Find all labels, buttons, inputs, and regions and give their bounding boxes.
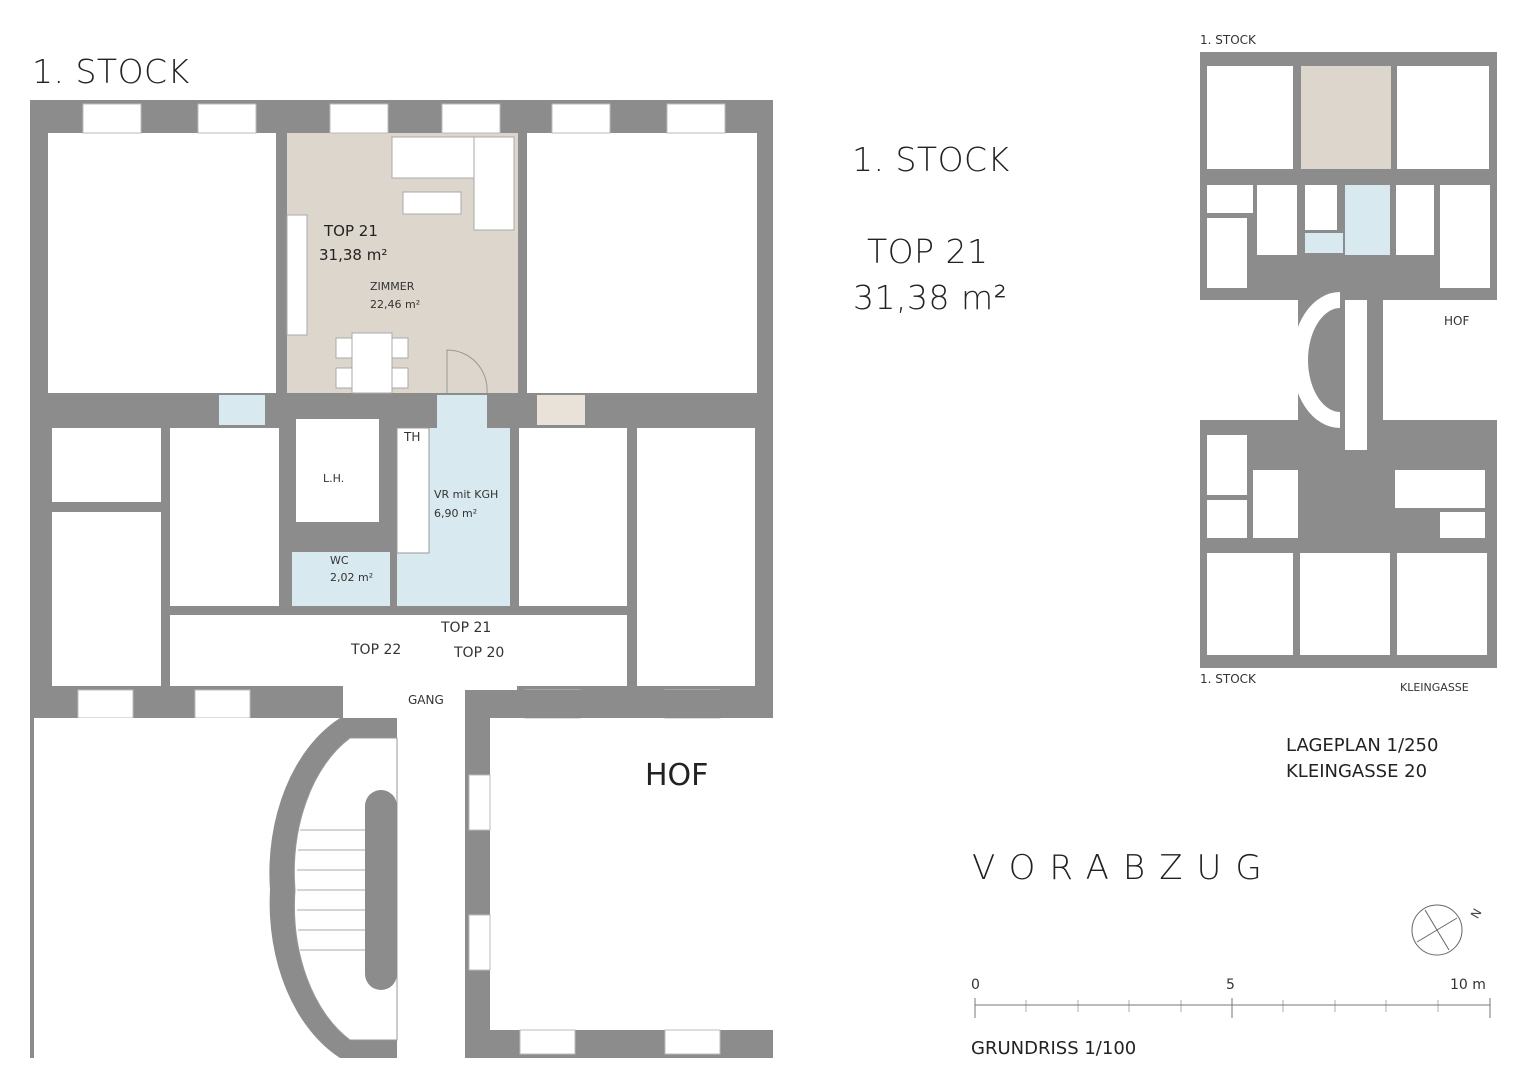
site-hof-label: HOF: [1444, 314, 1470, 328]
label-hof: HOF: [645, 758, 709, 793]
room-vr-area: 6,90 m²: [434, 507, 478, 520]
scale-caption: GRUNDRISS 1/100: [971, 1038, 1137, 1059]
room-wc-area: 2,02 m²: [330, 571, 374, 584]
svg-text:N: N: [1468, 906, 1485, 921]
label-top20: TOP 20: [454, 645, 505, 661]
plan-floor-title: 1. STOCK: [32, 52, 190, 91]
info-unit-area: 31,38 m²: [853, 278, 1008, 317]
room-lh: [296, 419, 379, 522]
room-right-top: [527, 133, 757, 393]
plan-unit-label: TOP 21: [324, 222, 378, 240]
info-unit-label: TOP 21: [867, 232, 989, 271]
site-bottom-label: 1. STOCK: [1200, 672, 1256, 686]
room-wc-label: WC: [330, 554, 349, 567]
room-vr-label: VR mit KGH: [434, 488, 499, 501]
room-lh-label: L.H.: [323, 472, 345, 485]
scale-bar: [974, 998, 1491, 1018]
draft-label: VORABZUG: [972, 848, 1276, 888]
room-left-top: [48, 133, 276, 393]
hof-walls: [465, 690, 773, 1058]
room-th-label: TH: [404, 430, 421, 444]
label-top21: TOP 21: [441, 620, 492, 636]
plan-unit-area: 31,38 m²: [319, 246, 388, 264]
info-floor-title: 1. STOCK: [852, 140, 1010, 179]
site-caption-2: KLEINGASSE 20: [1286, 761, 1428, 782]
main-floor-plan: [30, 100, 773, 719]
scale-tick-5: 5: [1226, 977, 1235, 993]
site-top-label: 1. STOCK: [1200, 33, 1256, 47]
site-caption-1: LAGEPLAN 1/250: [1286, 735, 1439, 756]
site-plan-drawing: [1200, 52, 1497, 668]
scale-tick-0: 0: [971, 977, 980, 993]
scale-tick-10: 10 m: [1450, 977, 1486, 993]
site-street-label: KLEINGASSE: [1400, 681, 1469, 694]
label-top22: TOP 22: [351, 642, 402, 658]
room-wc: [292, 552, 390, 606]
label-gang: GANG: [408, 693, 444, 707]
lower-floor-plan: [30, 690, 773, 1058]
room-zimmer-area: 22,46 m²: [370, 298, 421, 311]
room-zimmer-label: ZIMMER: [370, 280, 415, 293]
north-arrow-icon: N: [1411, 904, 1485, 956]
